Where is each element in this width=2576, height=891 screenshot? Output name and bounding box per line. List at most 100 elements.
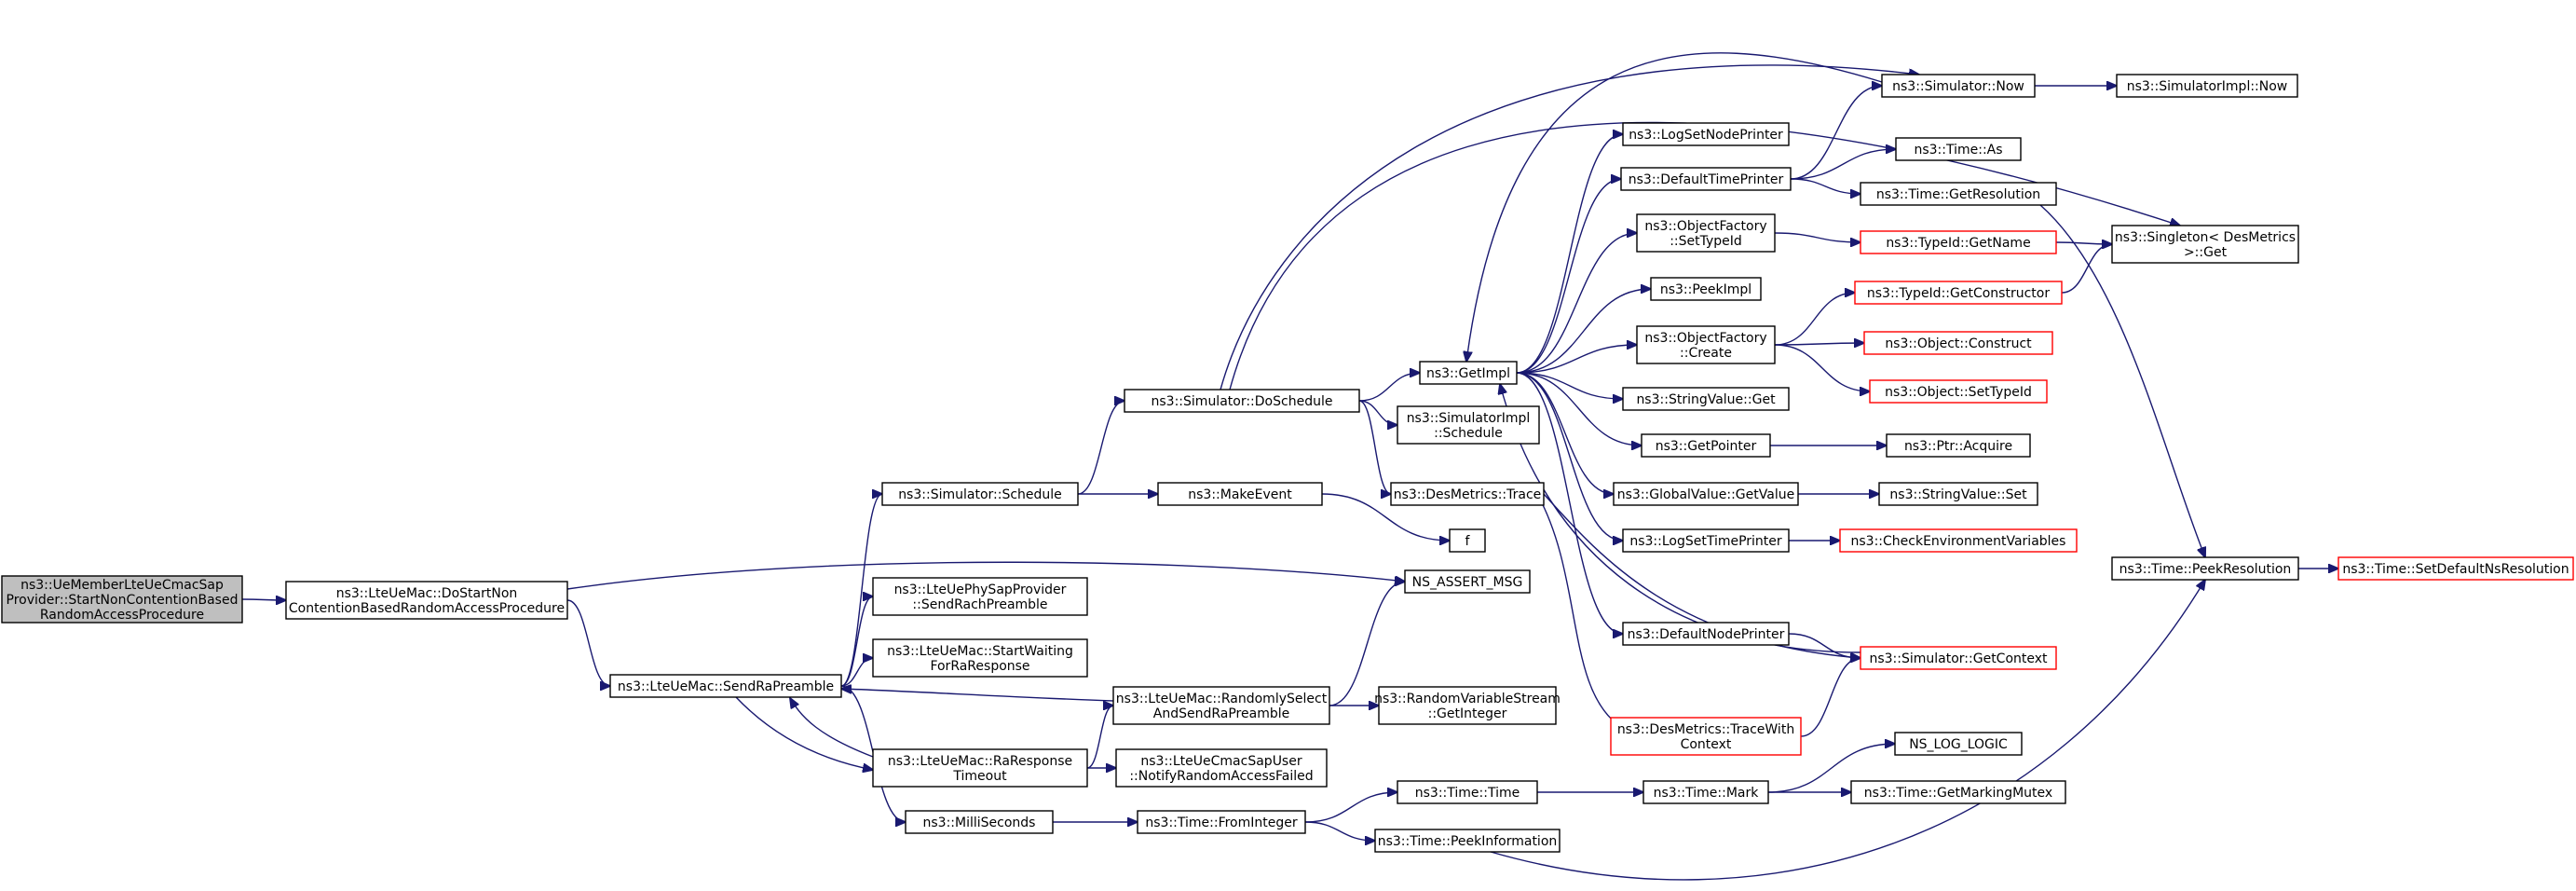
node-box — [1894, 732, 2023, 756]
node-timeAs[interactable]: ns3::Time::As — [1895, 137, 2022, 161]
node-doStart[interactable]: ns3::LteUeMac::DoStartNonContentionBased… — [285, 581, 568, 620]
node-timeTime[interactable]: ns3::Time::Time — [1397, 780, 1538, 804]
node-implNow[interactable]: ns3::SimulatorImpl::Now — [2116, 74, 2298, 98]
edge-ofCreate-to-objSetTypeId — [1774, 344, 1870, 391]
node-assert[interactable]: NS_ASSERT_MSG — [1404, 569, 1531, 594]
node-logNodePrinter[interactable]: ns3::LogSetNodePrinter — [1622, 122, 1790, 146]
node-box — [1124, 389, 1360, 413]
node-box — [1839, 528, 2078, 553]
node-label: ns3::Object::SetTypeId — [1885, 385, 2032, 400]
node-setDefRes[interactable]: ns3::Time::SetDefaultNsResolution — [2337, 556, 2574, 581]
edge-doStart-to-sendRa — [566, 599, 610, 686]
node-box — [2116, 74, 2298, 98]
node-peekImpl[interactable]: ns3::PeekImpl — [1650, 277, 1762, 301]
node-gvGetValue[interactable]: ns3::GlobalValue::GetValue — [1613, 482, 1799, 506]
node-label: Timeout — [952, 769, 1007, 784]
node-phySend[interactable]: ns3::LteUePhySapProvider::SendRachPreamb… — [872, 577, 1088, 616]
node-label: ns3::ObjectFactory — [1644, 331, 1766, 346]
node-tidGetCtor[interactable]: ns3::TypeId::GetConstructor — [1854, 281, 2063, 305]
node-label: NS_LOG_LOGIC — [1909, 737, 2008, 752]
node-label: ::Schedule — [1434, 426, 1503, 441]
node-objConstruct[interactable]: ns3::Object::Construct — [1863, 331, 2053, 355]
node-simNow[interactable]: ns3::Simulator::Now — [1881, 74, 2036, 98]
node-box — [1895, 137, 2022, 161]
node-label: ns3::Time::Mark — [1654, 786, 1760, 801]
node-tidGetName[interactable]: ns3::TypeId::GetName — [1860, 230, 2057, 254]
node-objSetTypeId[interactable]: ns3::Object::SetTypeId — [1869, 379, 2048, 404]
node-box — [872, 638, 1088, 678]
edge-getImpl-to-logNodePrinter — [1516, 134, 1623, 374]
node-notify[interactable]: ns3::LteUeCmacSapUser::NotifyRandomAcces… — [1115, 748, 1328, 788]
node-getImpl[interactable]: ns3::GetImpl — [1419, 361, 1518, 385]
node-label: ns3::DefaultTimePrinter — [1629, 172, 1784, 187]
node-label: ns3::UeMemberLteUeCmacSap — [20, 578, 224, 593]
node-fromInt[interactable]: ns3::Time::FromInteger — [1137, 810, 1306, 834]
node-box — [285, 581, 568, 620]
node-label: ns3::StringValue::Get — [1636, 392, 1776, 407]
node-ofCreate[interactable]: ns3::ObjectFactory::Create — [1636, 325, 1776, 364]
node-simGetCtx[interactable]: ns3::Simulator::GetContext — [1860, 646, 2057, 670]
node-logTimePrinter[interactable]: ns3::LogSetTimePrinter — [1622, 528, 1790, 553]
node-nsLogLogic[interactable]: NS_LOG_LOGIC — [1894, 732, 2023, 756]
node-label: ns3::LogSetTimePrinter — [1629, 534, 1782, 549]
node-box — [1449, 528, 1486, 553]
edge-defTimePrinter-to-simNow — [1790, 86, 1882, 180]
edge-peekInfo-to-peekRes — [1490, 580, 2205, 881]
node-doSchedule[interactable]: ns3::Simulator::DoSchedule — [1124, 389, 1360, 413]
node-f[interactable]: f — [1449, 528, 1486, 553]
node-timeMark[interactable]: ns3::Time::Mark — [1642, 780, 1769, 804]
edge-getImpl-to-defNodePrinter — [1516, 372, 1623, 634]
node-implSchedule[interactable]: ns3::SimulatorImpl::Schedule — [1397, 405, 1540, 445]
node-box — [1620, 167, 1792, 191]
node-label: ns3::GetImpl — [1426, 366, 1510, 381]
node-box — [881, 482, 1079, 506]
node-label: ns3::Singleton< DesMetrics — [2115, 230, 2296, 245]
node-checkEnv[interactable]: ns3::CheckEnvironmentVariables — [1839, 528, 2078, 553]
node-box — [1622, 122, 1790, 146]
node-ptrAcquire[interactable]: ns3::Ptr::Acquire — [1886, 433, 2031, 458]
edge-defTimePrinter-to-getRes — [1790, 178, 1860, 194]
node-peekRes[interactable]: ns3::Time::PeekResolution — [2111, 556, 2299, 581]
node-getRes[interactable]: ns3::Time::GetResolution — [1860, 182, 2057, 206]
edge-timeMark-to-nsLogLogic — [1767, 744, 1895, 793]
node-getPointer[interactable]: ns3::GetPointer — [1641, 433, 1771, 458]
node-defNodePrinter[interactable]: ns3::DefaultNodePrinter — [1622, 622, 1790, 646]
node-peekInfo[interactable]: ns3::Time::PeekInformation — [1374, 829, 1561, 853]
node-getInteger[interactable]: ns3::RandomVariableStream::GetInteger — [1374, 686, 1561, 725]
node-defTimePrinter[interactable]: ns3::DefaultTimePrinter — [1620, 167, 1792, 191]
node-box — [1860, 230, 2057, 254]
node-randSel[interactable]: ns3::LteUeMac::RandomlySelectAndSendRaPr… — [1112, 686, 1330, 725]
node-singleton[interactable]: ns3::Singleton< DesMetrics >::Get — [2111, 225, 2299, 264]
node-getMarkMutex[interactable]: ns3::Time::GetMarkingMutex — [1850, 780, 2066, 804]
node-label: Context — [1681, 737, 1732, 752]
node-box — [1610, 717, 1802, 756]
node-root[interactable]: ns3::UeMemberLteUeCmacSapProvider::Start… — [1, 575, 243, 624]
node-box — [1850, 780, 2066, 804]
node-sendRa[interactable]: ns3::LteUeMac::SendRaPreamble — [609, 674, 842, 698]
node-ofSetTypeId[interactable]: ns3::ObjectFactory::SetTypeId — [1636, 213, 1776, 253]
edge-getImpl-to-svGet — [1516, 372, 1623, 399]
edge-tidGetCtor-to-singleton — [2061, 244, 2112, 294]
node-box — [1115, 748, 1328, 788]
node-svSet[interactable]: ns3::StringValue::Set — [1878, 482, 2038, 506]
edge-doSchedule-to-simNow — [1220, 64, 1919, 391]
node-box — [1881, 74, 2036, 98]
edge-randSel-to-sendRa — [841, 689, 1114, 702]
node-simSchedule[interactable]: ns3::Simulator::Schedule — [881, 482, 1079, 506]
node-desTrace[interactable]: ns3::DesMetrics::Trace — [1390, 482, 1545, 506]
node-svGet[interactable]: ns3::StringValue::Get — [1622, 387, 1790, 411]
edge-getImpl-to-defTimePrinter — [1516, 179, 1621, 374]
edge-doSchedule-to-getImpl — [1358, 373, 1420, 402]
node-milli[interactable]: ns3::MilliSeconds — [905, 810, 1054, 834]
node-box — [872, 577, 1088, 616]
node-label: ns3::Simulator::GetContext — [1869, 651, 2048, 666]
edge-getImpl-to-ofCreate — [1516, 345, 1637, 374]
node-makeEvent[interactable]: ns3::MakeEvent — [1157, 482, 1323, 506]
node-label: ::SendRachPreamble — [912, 597, 1047, 612]
node-label: ns3::Time::FromInteger — [1145, 816, 1297, 830]
edge-fromInt-to-timeTime — [1304, 792, 1397, 823]
node-box — [1860, 646, 2057, 670]
